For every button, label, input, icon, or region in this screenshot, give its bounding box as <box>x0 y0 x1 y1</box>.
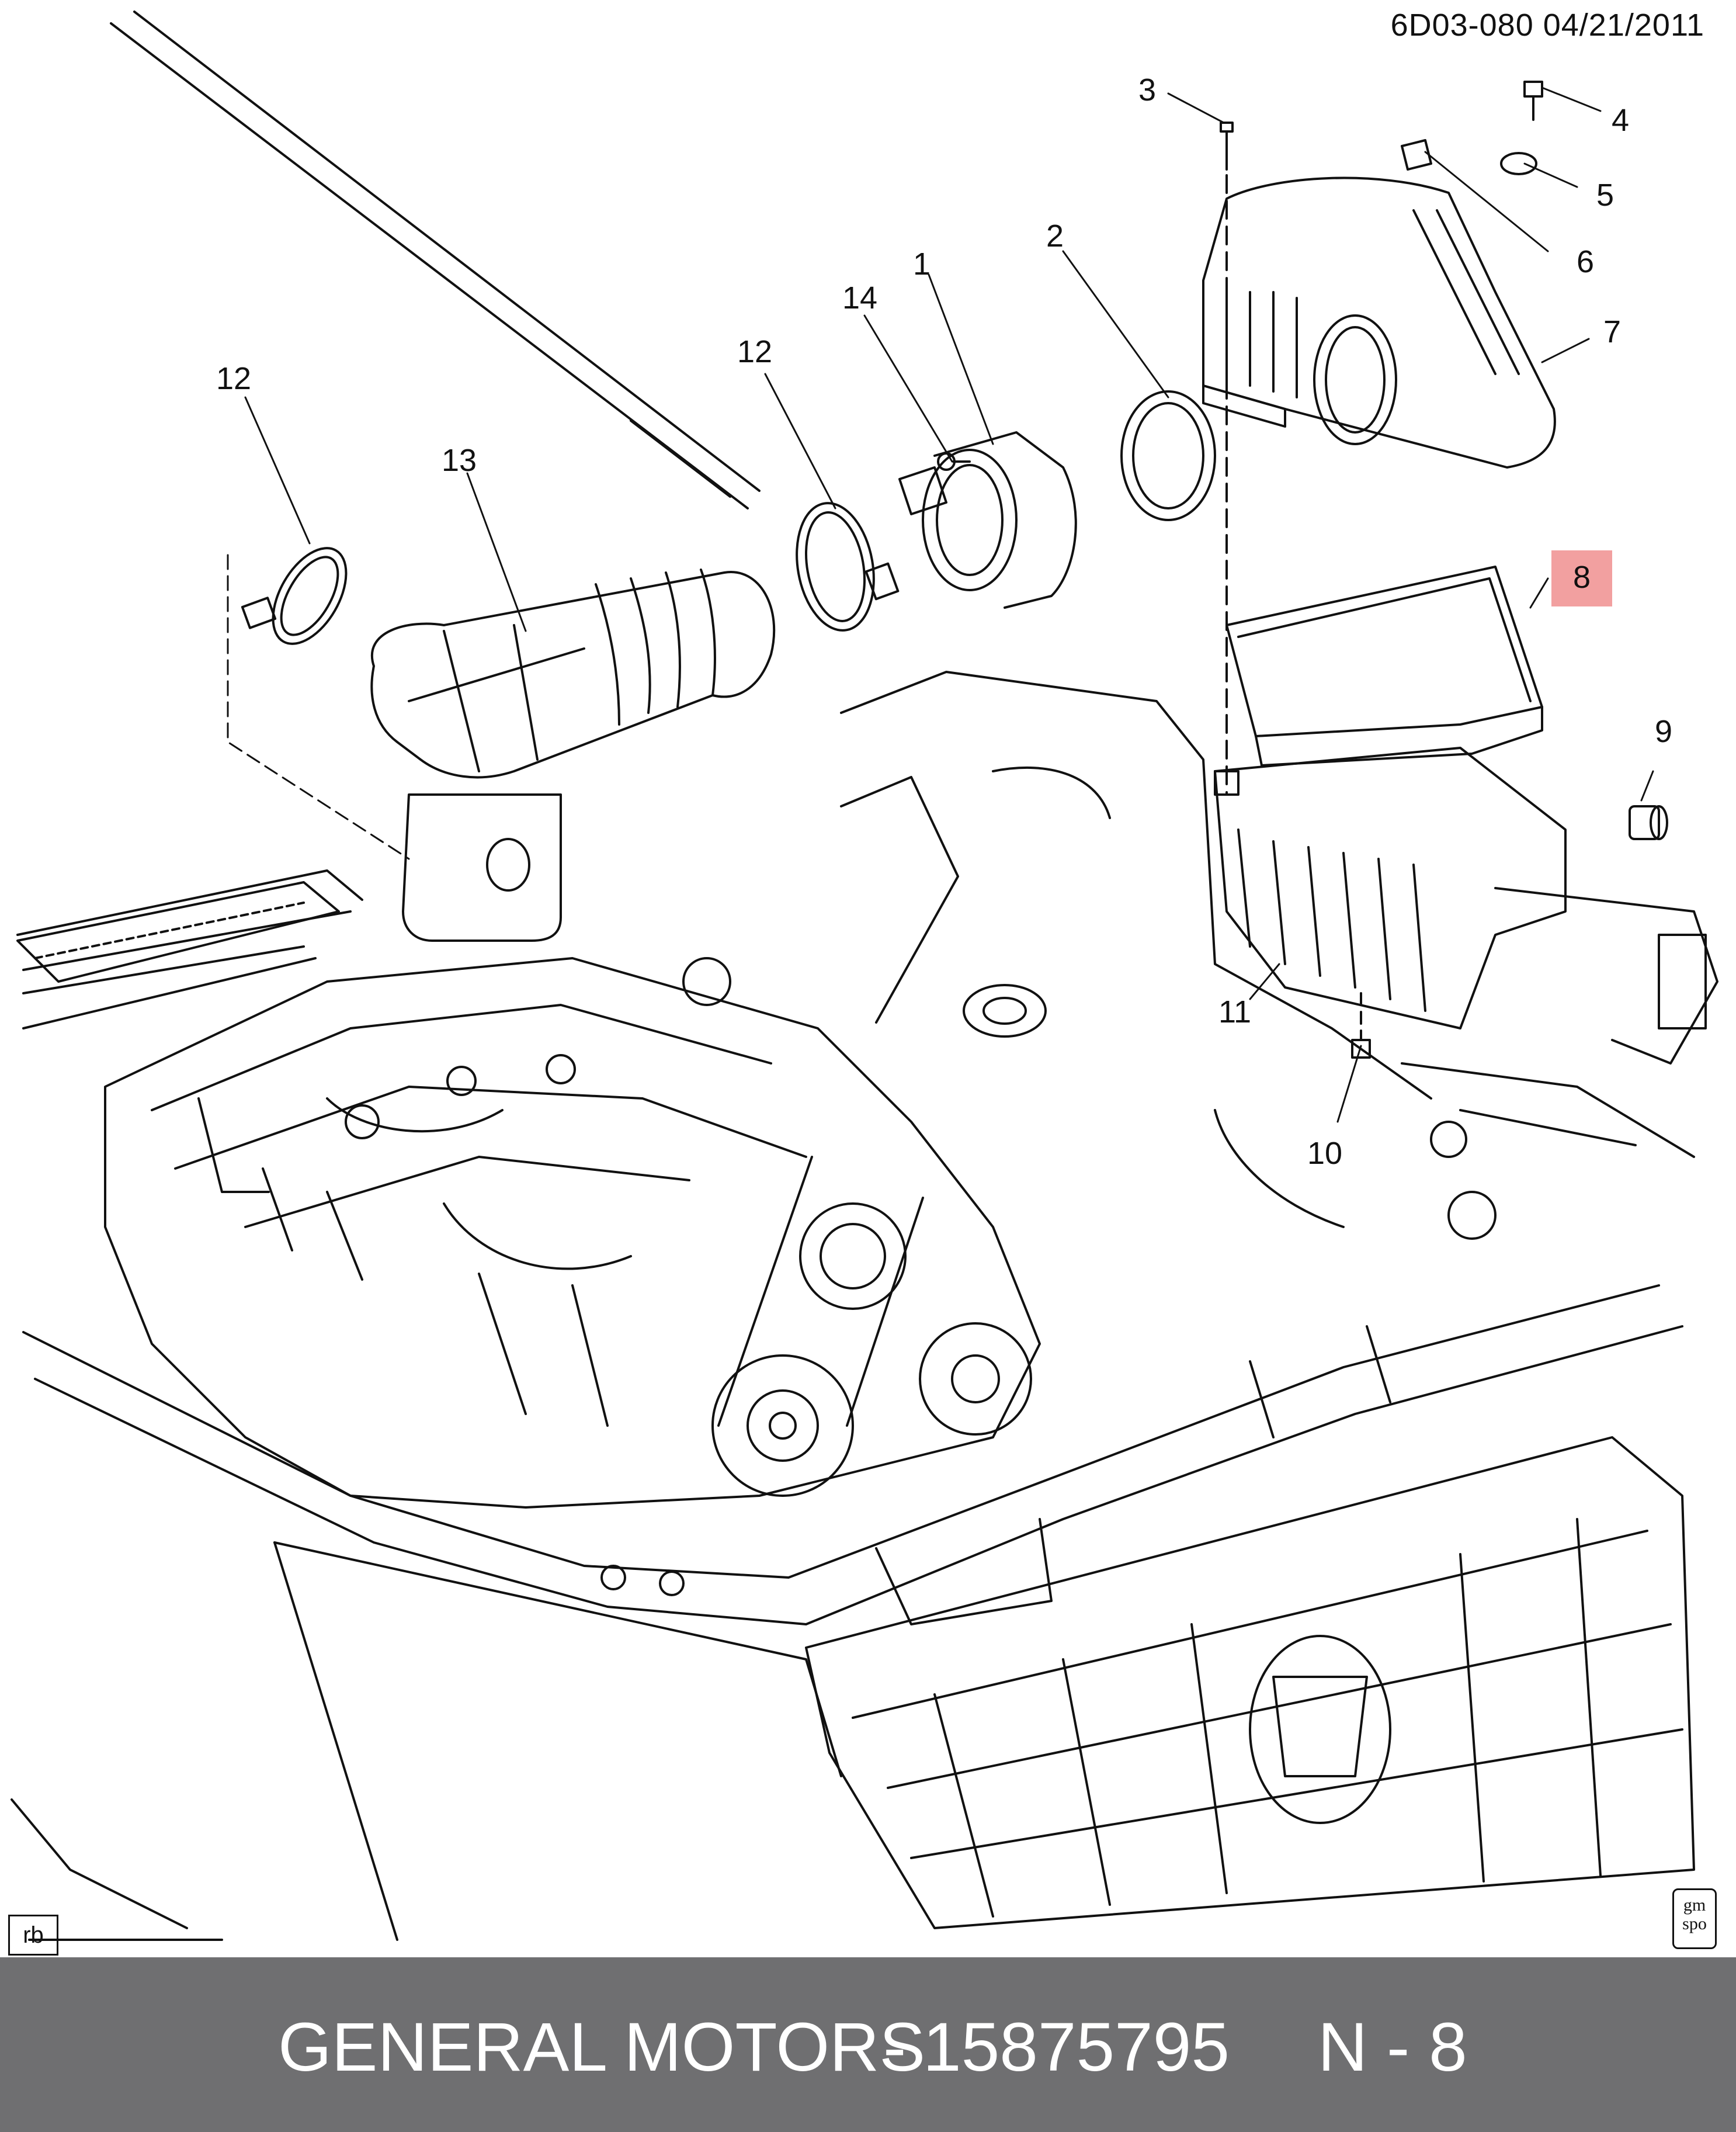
footer-brand: GENERAL MOTORS <box>278 2009 926 2086</box>
cowl-panel <box>16 881 340 1029</box>
callout-10: 10 <box>1307 1136 1343 1171</box>
part-13-intake-duct <box>370 568 776 942</box>
callout-8: 8 <box>1572 560 1591 595</box>
callout-2: 2 <box>1046 219 1064 254</box>
callout-14: 14 <box>842 280 878 316</box>
gm-spo-logo: gm spo <box>1672 1888 1717 1949</box>
front-fascia <box>11 1541 842 1941</box>
callout-12-left: 12 <box>216 361 252 396</box>
radiator-support <box>22 1284 1683 1625</box>
callout-13: 13 <box>441 443 477 478</box>
footer-item-ref: N - 8 <box>1318 2009 1467 2086</box>
callout-7: 7 <box>1603 314 1622 349</box>
part-1-airflow-sensor <box>898 431 1077 609</box>
callout-9: 9 <box>1654 714 1673 749</box>
hood-edge-lines <box>16 11 761 994</box>
footer-bar: GENERAL MOTORS - 15875795 N - 8 <box>0 1957 1736 2132</box>
engine-assembly <box>104 957 1041 1509</box>
part-10-nut <box>1351 992 1371 1059</box>
part-7-upper-cover <box>1202 176 1556 469</box>
callout-12-right: 12 <box>737 334 773 369</box>
part-12-clamp-right <box>796 502 900 632</box>
part-8-air-filter <box>1225 566 1543 767</box>
callout-8-highlight <box>1551 550 1612 606</box>
diagram-reference-code: 6D03-080 04/21/2011 <box>1390 8 1704 43</box>
part-3-bolt <box>1220 122 1234 796</box>
exploded-parts-diagram <box>11 11 1718 1941</box>
corner-tag: rb <box>8 1915 58 1956</box>
grille-emblem-ring <box>1249 1635 1391 1824</box>
footer-separator: - <box>883 2009 907 2086</box>
footer-part-number: 15875795 <box>923 2009 1230 2086</box>
callout-leader-lines <box>227 86 1654 1123</box>
callout-4: 4 <box>1611 103 1630 138</box>
part-6-grommet <box>1401 139 1432 171</box>
grille <box>805 1436 1695 1929</box>
part-12-clamp-left <box>241 547 348 645</box>
callout-5: 5 <box>1596 178 1615 213</box>
part-9-grommet <box>1629 805 1668 840</box>
part-11-lower-housing <box>1214 747 1718 1065</box>
part-2-seal-ring <box>1120 390 1216 521</box>
part-5-washer <box>1500 152 1537 175</box>
fender-strut-tower <box>840 671 1695 1240</box>
callout-3: 3 <box>1138 72 1157 108</box>
callout-11: 11 <box>1218 994 1252 1029</box>
callout-1: 1 <box>912 247 931 282</box>
callout-6: 6 <box>1576 244 1595 279</box>
part-4-bolt <box>1523 81 1543 121</box>
